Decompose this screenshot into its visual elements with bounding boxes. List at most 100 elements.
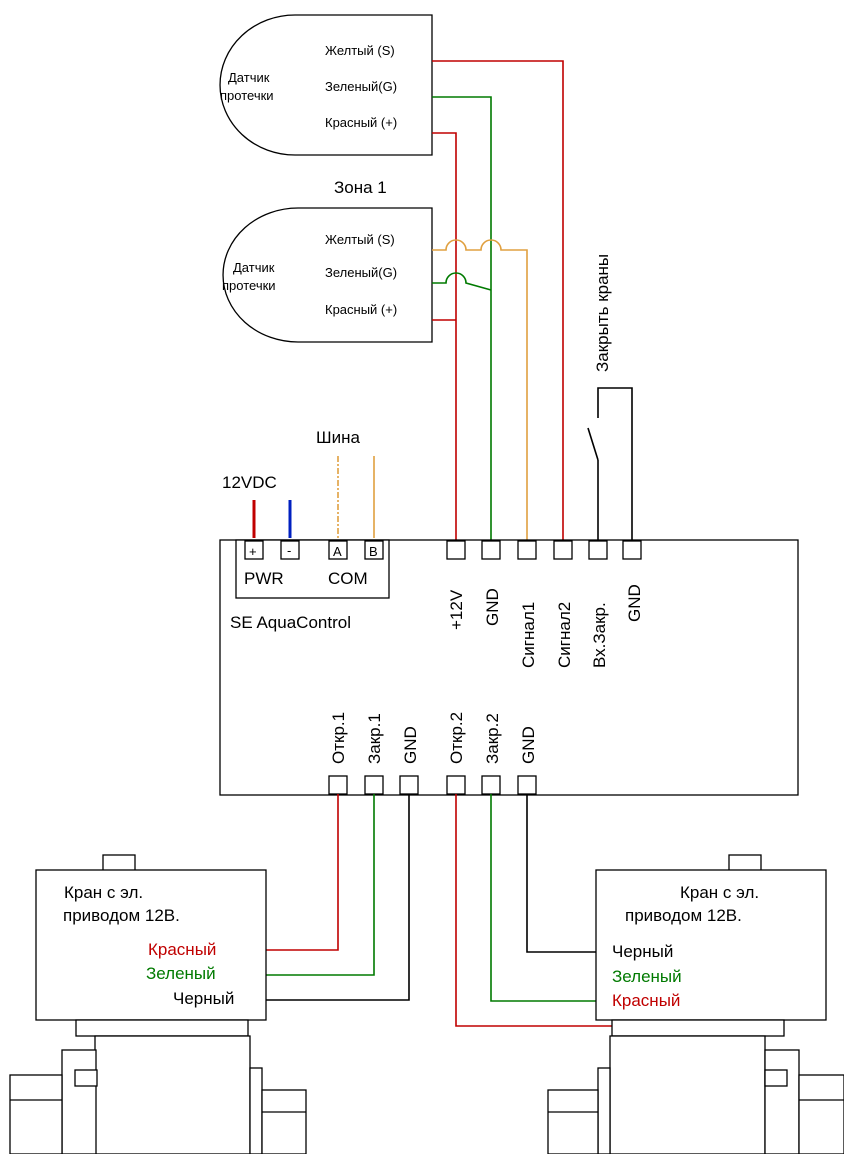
switch-contact bbox=[587, 427, 599, 461]
sensor-2-title-line2: протечки bbox=[222, 278, 276, 293]
valve-left-wire-black-label: Черный bbox=[173, 989, 234, 1008]
sensor-1-body bbox=[219, 14, 433, 156]
valve-left-title-line2: приводом 12В. bbox=[63, 906, 180, 925]
power-label: 12VDC bbox=[222, 473, 277, 492]
pwr-label: PWR bbox=[244, 569, 284, 588]
switch-wire-top bbox=[597, 387, 633, 541]
terminal-top-gnd bbox=[481, 540, 501, 560]
sensor-2-wire-yellow-label: Желтый (S) bbox=[325, 232, 395, 247]
valve-right-title-line1: Кран с эл. bbox=[680, 883, 759, 902]
valve-right-wire-green-label: Зеленый bbox=[612, 967, 682, 986]
valve-left-wire-green-label: Зеленый bbox=[146, 964, 216, 983]
valve-left-title-line1: Кран с эл. bbox=[64, 883, 143, 902]
terminal-top-signal2 bbox=[553, 540, 573, 560]
valve-right-wire-black-label: Черный bbox=[612, 942, 673, 961]
terminal-pwr-plus-sign: + bbox=[249, 544, 257, 559]
wire-s1-red bbox=[432, 132, 457, 541]
valve-wires bbox=[266, 794, 612, 1027]
leak-sensor-1: Датчик протечки Желтый (S) Зеленый(G) Кр… bbox=[219, 14, 433, 156]
sensor-1-title-line1: Датчик bbox=[228, 70, 270, 85]
wire-s1-yellow bbox=[432, 60, 564, 541]
terminal-com-a-label: A bbox=[333, 544, 342, 559]
wire-valve1-green bbox=[266, 794, 375, 976]
valve-right-top-cap bbox=[728, 854, 762, 872]
valve-right-flange-l bbox=[597, 1067, 611, 1154]
wire-valve2-black bbox=[526, 794, 612, 953]
valve-left-actuator bbox=[35, 869, 267, 1021]
terminal-top-label-signal2: Сигнал2 bbox=[555, 602, 574, 668]
close-valves-label: Закрыть краны bbox=[593, 254, 612, 372]
terminal-com-b bbox=[364, 540, 384, 560]
terminal-pwr-minus-sign: - bbox=[287, 543, 291, 558]
valve-right-title-line2: приводом 12В. bbox=[625, 906, 742, 925]
zone-label: Зона 1 bbox=[334, 178, 387, 197]
wire-valve2-green bbox=[490, 794, 612, 1002]
terminal-com-b-label: B bbox=[369, 544, 378, 559]
sensor-2-body bbox=[222, 207, 433, 343]
controller-name: SE AquaControl bbox=[230, 613, 351, 632]
terminal-bottom-label-close1: Закр.1 bbox=[365, 713, 384, 764]
terminal-top-close-input bbox=[588, 540, 608, 560]
valve-right-flange-r bbox=[764, 1049, 800, 1154]
terminal-top-label-signal1: Сигнал1 bbox=[519, 602, 538, 668]
terminal-bottom-close1 bbox=[364, 775, 384, 795]
bus-label: Шина bbox=[316, 428, 360, 447]
terminal-pwr-plus bbox=[244, 540, 264, 560]
sensor-1-wire-red-label: Красный (+) bbox=[325, 115, 397, 130]
sensor-2-title-line1: Датчик bbox=[233, 260, 275, 275]
valve-left-nut-r bbox=[261, 1089, 307, 1154]
valve-right-actuator bbox=[595, 869, 827, 1021]
valve-left-flange-l-inner bbox=[74, 1069, 98, 1087]
terminal-top-label-close-input: Вх.Закр. bbox=[590, 602, 609, 668]
terminal-bottom-gnd1 bbox=[399, 775, 419, 795]
terminal-top-label-gnd: GND bbox=[483, 588, 502, 626]
valve-right: Кран с эл. приводом 12В. Черный Зеленый … bbox=[547, 854, 844, 1154]
sensor-1-wire-green-label: Зеленый(G) bbox=[325, 79, 397, 94]
valve-right-neck bbox=[611, 1019, 785, 1037]
sensor-wires bbox=[432, 60, 564, 541]
close-valves-switch: Закрыть краны bbox=[587, 254, 633, 541]
terminal-bottom-open1 bbox=[328, 775, 348, 795]
terminal-top-gnd-2 bbox=[622, 540, 642, 560]
valve-right-nut-r bbox=[798, 1074, 844, 1154]
valve-left-flange-r bbox=[249, 1067, 263, 1154]
wire-s2-green bbox=[432, 272, 492, 291]
valve-right-pipe bbox=[609, 1035, 766, 1154]
terminal-top-label-12v: +12V bbox=[447, 589, 466, 630]
terminal-bottom-label-gnd2: GND bbox=[519, 726, 538, 764]
valve-left-wire-red-label: Красный bbox=[148, 940, 216, 959]
terminal-bottom-gnd2 bbox=[517, 775, 537, 795]
valve-left-top-cap bbox=[102, 854, 136, 872]
terminal-bottom-label-gnd1: GND bbox=[401, 726, 420, 764]
valve-right-nut-l bbox=[547, 1089, 599, 1154]
terminal-bottom-label-open2: Откр.2 bbox=[447, 712, 466, 764]
valve-left-neck bbox=[75, 1019, 249, 1037]
terminal-top-label-gnd-2: GND bbox=[625, 584, 644, 622]
wire-valve2-red bbox=[455, 794, 612, 1027]
sensor-2-wire-green-label: Зеленый(G) bbox=[325, 265, 397, 280]
wire-valve1-red bbox=[266, 794, 339, 951]
sensor-1-title-line2: протечки bbox=[220, 88, 274, 103]
valve-right-wire-red-label: Красный bbox=[612, 991, 680, 1010]
valve-left-nut-l bbox=[9, 1074, 63, 1154]
sensor-2-wire-red-label: Красный (+) bbox=[325, 302, 397, 317]
wire-valve1-black bbox=[266, 794, 410, 1001]
controller-aquacontrol: + - A B PWR COM SE AquaControl +12V GND … bbox=[219, 539, 799, 796]
valve-left-flange-l bbox=[61, 1049, 97, 1154]
wire-s2-yellow bbox=[432, 239, 528, 541]
terminal-bottom-label-open1: Откр.1 bbox=[329, 712, 348, 764]
terminal-com-a bbox=[328, 540, 348, 560]
com-label: COM bbox=[328, 569, 368, 588]
wire-s1-green bbox=[432, 96, 492, 541]
terminal-top-12v bbox=[446, 540, 466, 560]
terminal-pwr-minus bbox=[280, 540, 300, 560]
sensor-1-wire-yellow-label: Желтый (S) bbox=[325, 43, 395, 58]
terminal-bottom-close2 bbox=[481, 775, 501, 795]
valve-left: Кран с эл. приводом 12В. Красный Зеленый… bbox=[9, 854, 307, 1154]
valve-right-flange-r-inner bbox=[764, 1069, 788, 1087]
leak-sensor-2: Датчик протечки Желтый (S) Зеленый(G) Кр… bbox=[222, 207, 433, 343]
terminal-top-signal1 bbox=[517, 540, 537, 560]
terminal-bottom-open2 bbox=[446, 775, 466, 795]
terminal-bottom-label-close2: Закр.2 bbox=[483, 713, 502, 764]
